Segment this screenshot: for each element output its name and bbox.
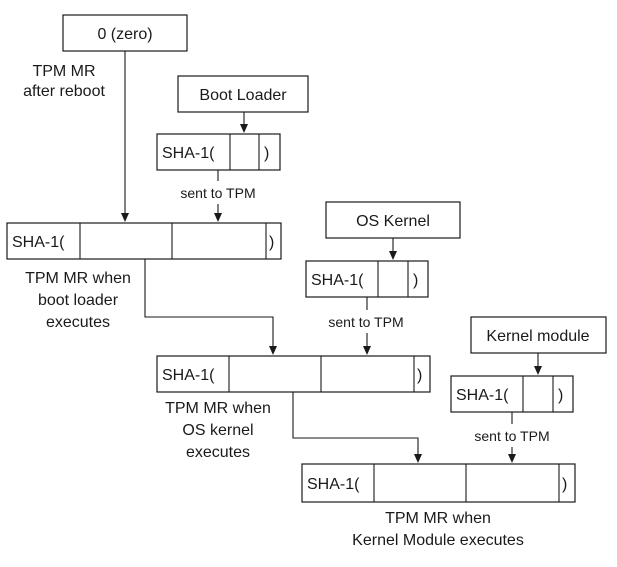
kernel-module-hash-suffix: ) <box>558 387 563 404</box>
boot-loader-hash-suffix: ) <box>264 145 269 162</box>
os-kernel-hash-box <box>305 260 429 298</box>
boot-loader-label: Boot Loader <box>199 87 287 104</box>
boot-loader-sent-label: sent to TPM <box>180 185 255 201</box>
zero-value-box <box>62 14 188 52</box>
arrowhead-zero-to-mr-boot <box>121 213 129 222</box>
arrowhead-mr-boot-to-mr-os <box>269 346 277 355</box>
arrowhead-km-hash-to-mr <box>508 454 516 463</box>
os-kernel-sent-label: sent to TPM <box>328 314 403 330</box>
kernel-module-hash-box <box>450 375 574 413</box>
after-reboot-caption-line-1: TPM MR <box>32 63 95 80</box>
mr-kernel-module-box <box>301 463 576 503</box>
arrowhead-boot-hash-to-mr <box>214 213 222 222</box>
mr-os-kernel-caption-line-2: OS kernel <box>182 422 253 439</box>
mr-os-kernel-caption-line-3: executes <box>186 444 250 461</box>
mr-boot-loader-prefix: SHA-1( <box>12 234 65 251</box>
os-kernel-hash-prefix: SHA-1( <box>311 272 364 289</box>
os-kernel-box <box>325 201 461 239</box>
mr-kernel-module-prefix: SHA-1( <box>307 476 360 493</box>
mr-boot-loader-caption-line-1: TPM MR when <box>25 270 131 287</box>
arrowhead-os-kernel-to-hash <box>389 251 397 260</box>
arrowhead-os-hash-to-mr <box>363 346 371 355</box>
mr-boot-loader-box <box>6 222 282 260</box>
mr-os-kernel-caption-line-1: TPM MR when <box>165 400 271 417</box>
arrow-mr-boot-to-mr-os <box>144 259 274 346</box>
mr-boot-loader-suffix: ) <box>269 234 274 251</box>
boot-loader-box <box>177 75 309 113</box>
os-kernel-label: OS Kernel <box>356 213 430 230</box>
mr-boot-loader-caption-line-2: boot loader <box>38 292 119 309</box>
mr-kernel-module-suffix: ) <box>562 476 567 493</box>
zero-value-label: 0 (zero) <box>97 26 152 43</box>
arrowhead-boot-loader-to-hash <box>240 124 248 133</box>
arrowhead-mr-os-to-mr-km <box>414 454 422 463</box>
arrow-mr-os-to-mr-km <box>292 392 419 454</box>
mr-boot-loader-caption-line-3: executes <box>46 314 110 331</box>
kernel-module-label: Kernel module <box>486 328 589 345</box>
mr-kernel-module-caption-line-2: Kernel Module executes <box>352 532 524 549</box>
boot-loader-hash-box <box>156 133 281 171</box>
boot-loader-hash-prefix: SHA-1( <box>162 145 215 162</box>
arrowhead-kernel-module-to-hash <box>534 366 542 375</box>
mr-os-kernel-prefix: SHA-1( <box>162 367 215 384</box>
kernel-module-hash-prefix: SHA-1( <box>456 387 509 404</box>
os-kernel-hash-suffix: ) <box>413 272 418 289</box>
mr-os-kernel-box <box>156 355 431 393</box>
after-reboot-caption-line-2: after reboot <box>23 83 105 100</box>
mr-kernel-module-caption-line-1: TPM MR when <box>385 510 491 527</box>
kernel-module-sent-label: sent to TPM <box>474 428 549 444</box>
mr-os-kernel-suffix: ) <box>417 367 422 384</box>
